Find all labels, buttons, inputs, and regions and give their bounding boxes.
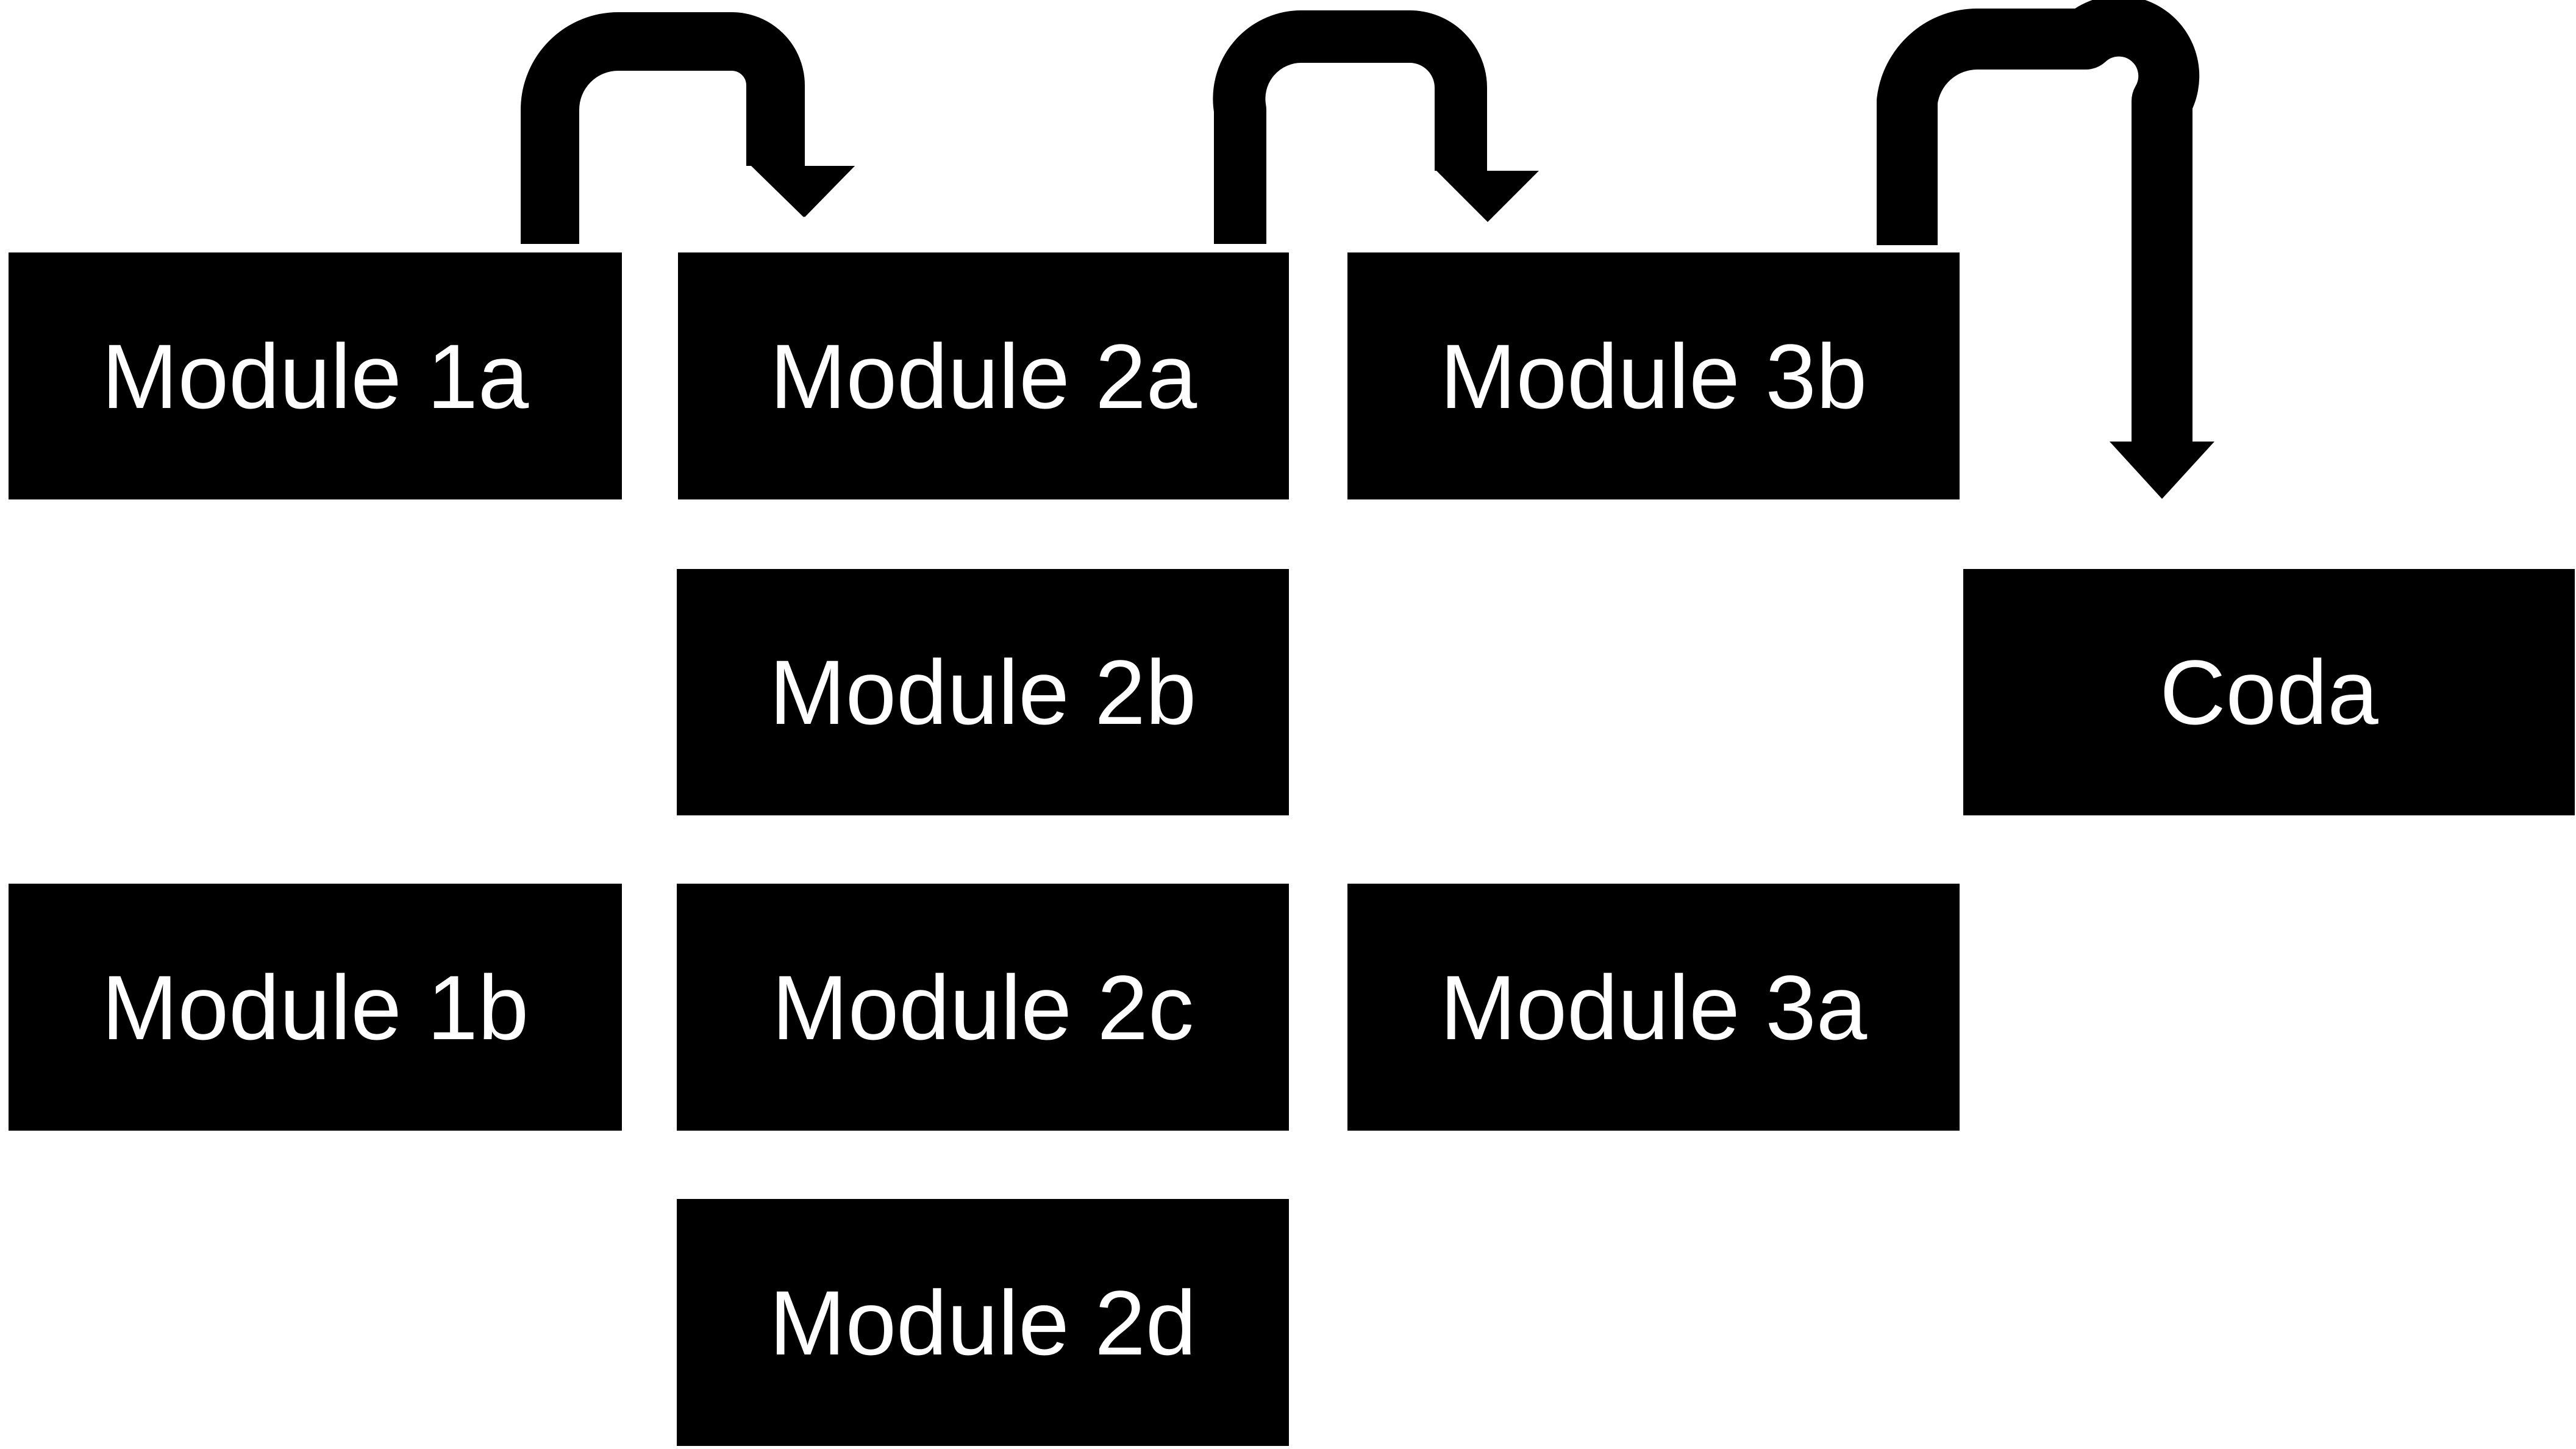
module-2d-box: Module 2d — [677, 1199, 1289, 1446]
module-2d-label: Module 2d — [769, 1271, 1197, 1374]
arrow-3b-to-coda — [1877, 0, 2214, 499]
module-2c-box: Module 2c — [677, 884, 1289, 1131]
module-2b-label: Module 2b — [769, 641, 1197, 743]
module-3a-box: Module 3a — [1347, 884, 1960, 1131]
module-2a-label: Module 2a — [769, 324, 1197, 428]
module-2a-box: Module 2a — [678, 252, 1289, 499]
module-1a-box: Module 1a — [9, 252, 622, 499]
module-2c-label: Module 2c — [771, 956, 1194, 1059]
module-1a-label: Module 1a — [101, 324, 529, 428]
module-1b-box: Module 1b — [9, 884, 622, 1131]
module-1b-label: Module 1b — [101, 956, 529, 1059]
module-3b-label: Module 3b — [1440, 324, 1868, 428]
arrow-1a-to-2a — [521, 12, 855, 244]
coda-box: Coda — [1963, 569, 2575, 815]
arrow-2a-to-3b — [1213, 10, 1539, 244]
coda-label: Coda — [2160, 641, 2378, 743]
module-3b-box: Module 3b — [1347, 252, 1960, 499]
module-3a-label: Module 3a — [1440, 956, 1868, 1059]
module-2b-box: Module 2b — [677, 569, 1289, 815]
